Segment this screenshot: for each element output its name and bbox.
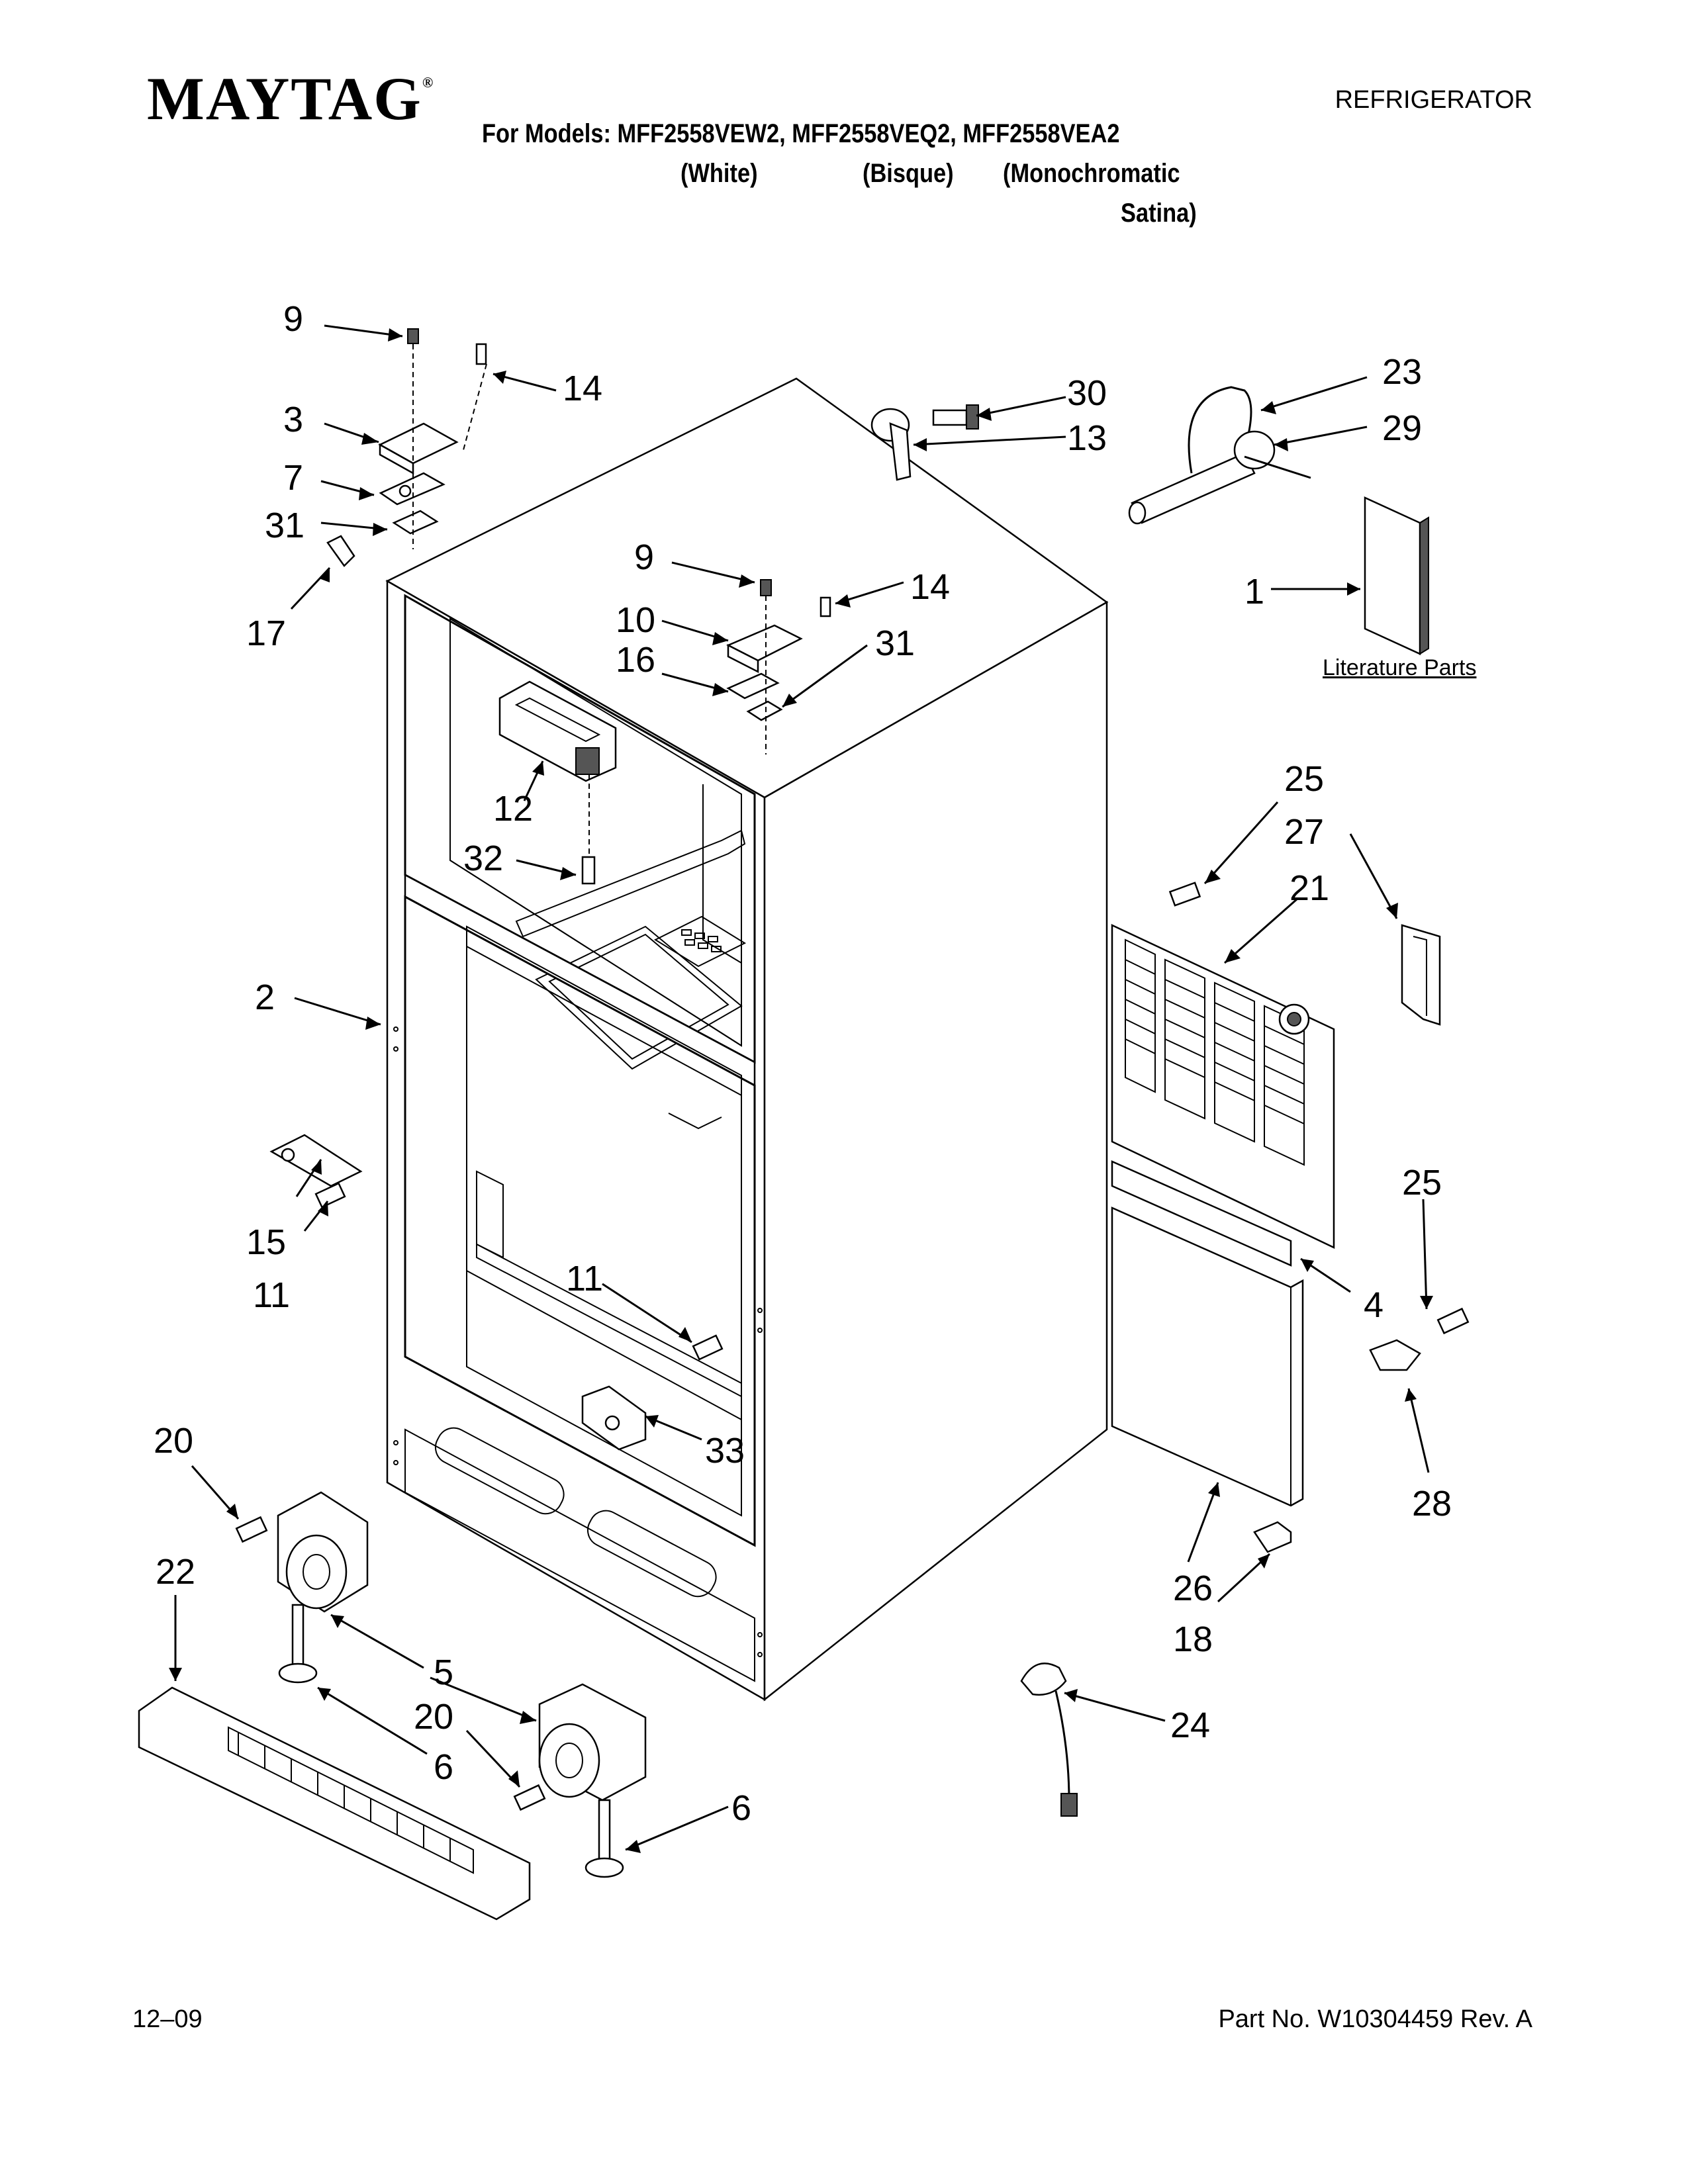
callout-5: 5 <box>434 1653 453 1692</box>
callout-32: 32 <box>463 839 503 878</box>
callout-6b: 6 <box>731 1788 751 1828</box>
models-line: For Models: MFF2558VEW2, MFF2558VEQ2, MF… <box>482 119 1120 148</box>
screws-25 <box>1168 882 1470 1335</box>
callout-6: 6 <box>434 1747 453 1787</box>
color-satina: Satina) <box>1121 199 1197 228</box>
brand-logo: MAYTAG® <box>147 65 435 132</box>
color-bisque: (Bisque) <box>863 159 954 188</box>
part-24 <box>1020 1662 1078 1817</box>
callout-24: 24 <box>1170 1706 1210 1745</box>
callout-31: 31 <box>265 506 305 545</box>
callout-11b: 11 <box>566 1259 603 1298</box>
part-21 <box>1111 924 1335 1249</box>
part-4 <box>1111 1160 1292 1267</box>
callout-25: 25 <box>1284 759 1324 799</box>
part-17 <box>326 535 355 567</box>
roller-left <box>235 1491 369 1684</box>
upper-left-hinge <box>378 328 487 549</box>
callout-7: 7 <box>283 458 303 498</box>
callout-9: 9 <box>283 299 303 339</box>
part-27 <box>1401 924 1441 1026</box>
color-monochromatic: (Monochromatic <box>1003 159 1180 188</box>
part-28 <box>1369 1339 1421 1371</box>
part-26 <box>1111 1206 1304 1507</box>
revision-date: 12–09 <box>132 2005 203 2033</box>
callout-1: 1 <box>1244 572 1264 612</box>
callout-3: 3 <box>283 400 303 439</box>
callout-labels: 9 14 3 7 31 17 30 13 23 29 1 9 14 10 31 … <box>154 299 1452 1828</box>
callout-33: 33 <box>705 1431 745 1471</box>
callout-20b: 20 <box>414 1697 453 1737</box>
literature-booklet <box>1364 496 1429 655</box>
callout-15: 15 <box>246 1222 286 1262</box>
callout-10: 10 <box>616 600 655 640</box>
callout-29: 29 <box>1382 408 1422 448</box>
callout-28: 28 <box>1412 1484 1452 1524</box>
callout-30: 30 <box>1067 373 1107 413</box>
callout-18: 18 <box>1173 1619 1213 1659</box>
callout-23: 23 <box>1382 352 1422 392</box>
center-hinge <box>726 579 831 754</box>
callout-14b: 14 <box>910 567 950 607</box>
roller-right <box>513 1683 647 1878</box>
callout-17: 17 <box>246 614 286 653</box>
callout-27: 27 <box>1284 812 1324 852</box>
part-number: Part No. W10304459 Rev. A <box>1218 2005 1532 2033</box>
callout-12: 12 <box>493 789 533 829</box>
part-23 <box>1128 386 1311 525</box>
callout-21: 21 <box>1289 868 1329 908</box>
part-33 <box>581 1334 724 1451</box>
callout-26: 26 <box>1173 1569 1213 1608</box>
cabinet <box>385 377 1109 1702</box>
callout-25b: 25 <box>1402 1163 1442 1203</box>
callout-14: 14 <box>563 369 602 408</box>
callout-2: 2 <box>255 978 275 1017</box>
part-15 <box>269 1134 363 1208</box>
callout-9b: 9 <box>634 537 654 577</box>
literature-parts-label: Literature Parts <box>1323 655 1477 680</box>
document-type: REFRIGERATOR <box>1335 86 1532 114</box>
color-white: (White) <box>680 159 758 188</box>
callout-4: 4 <box>1364 1285 1383 1325</box>
callout-31b: 31 <box>875 623 915 663</box>
callout-13: 13 <box>1067 418 1107 458</box>
part-12 <box>498 680 617 885</box>
arrow-heads <box>169 328 1433 1853</box>
callout-16: 16 <box>616 640 655 680</box>
callout-20: 20 <box>154 1421 193 1461</box>
callout-11: 11 <box>253 1275 290 1315</box>
part-18 <box>1253 1521 1292 1553</box>
toe-grille <box>138 1686 531 1921</box>
callout-22: 22 <box>156 1552 195 1592</box>
part-13 <box>870 404 979 481</box>
